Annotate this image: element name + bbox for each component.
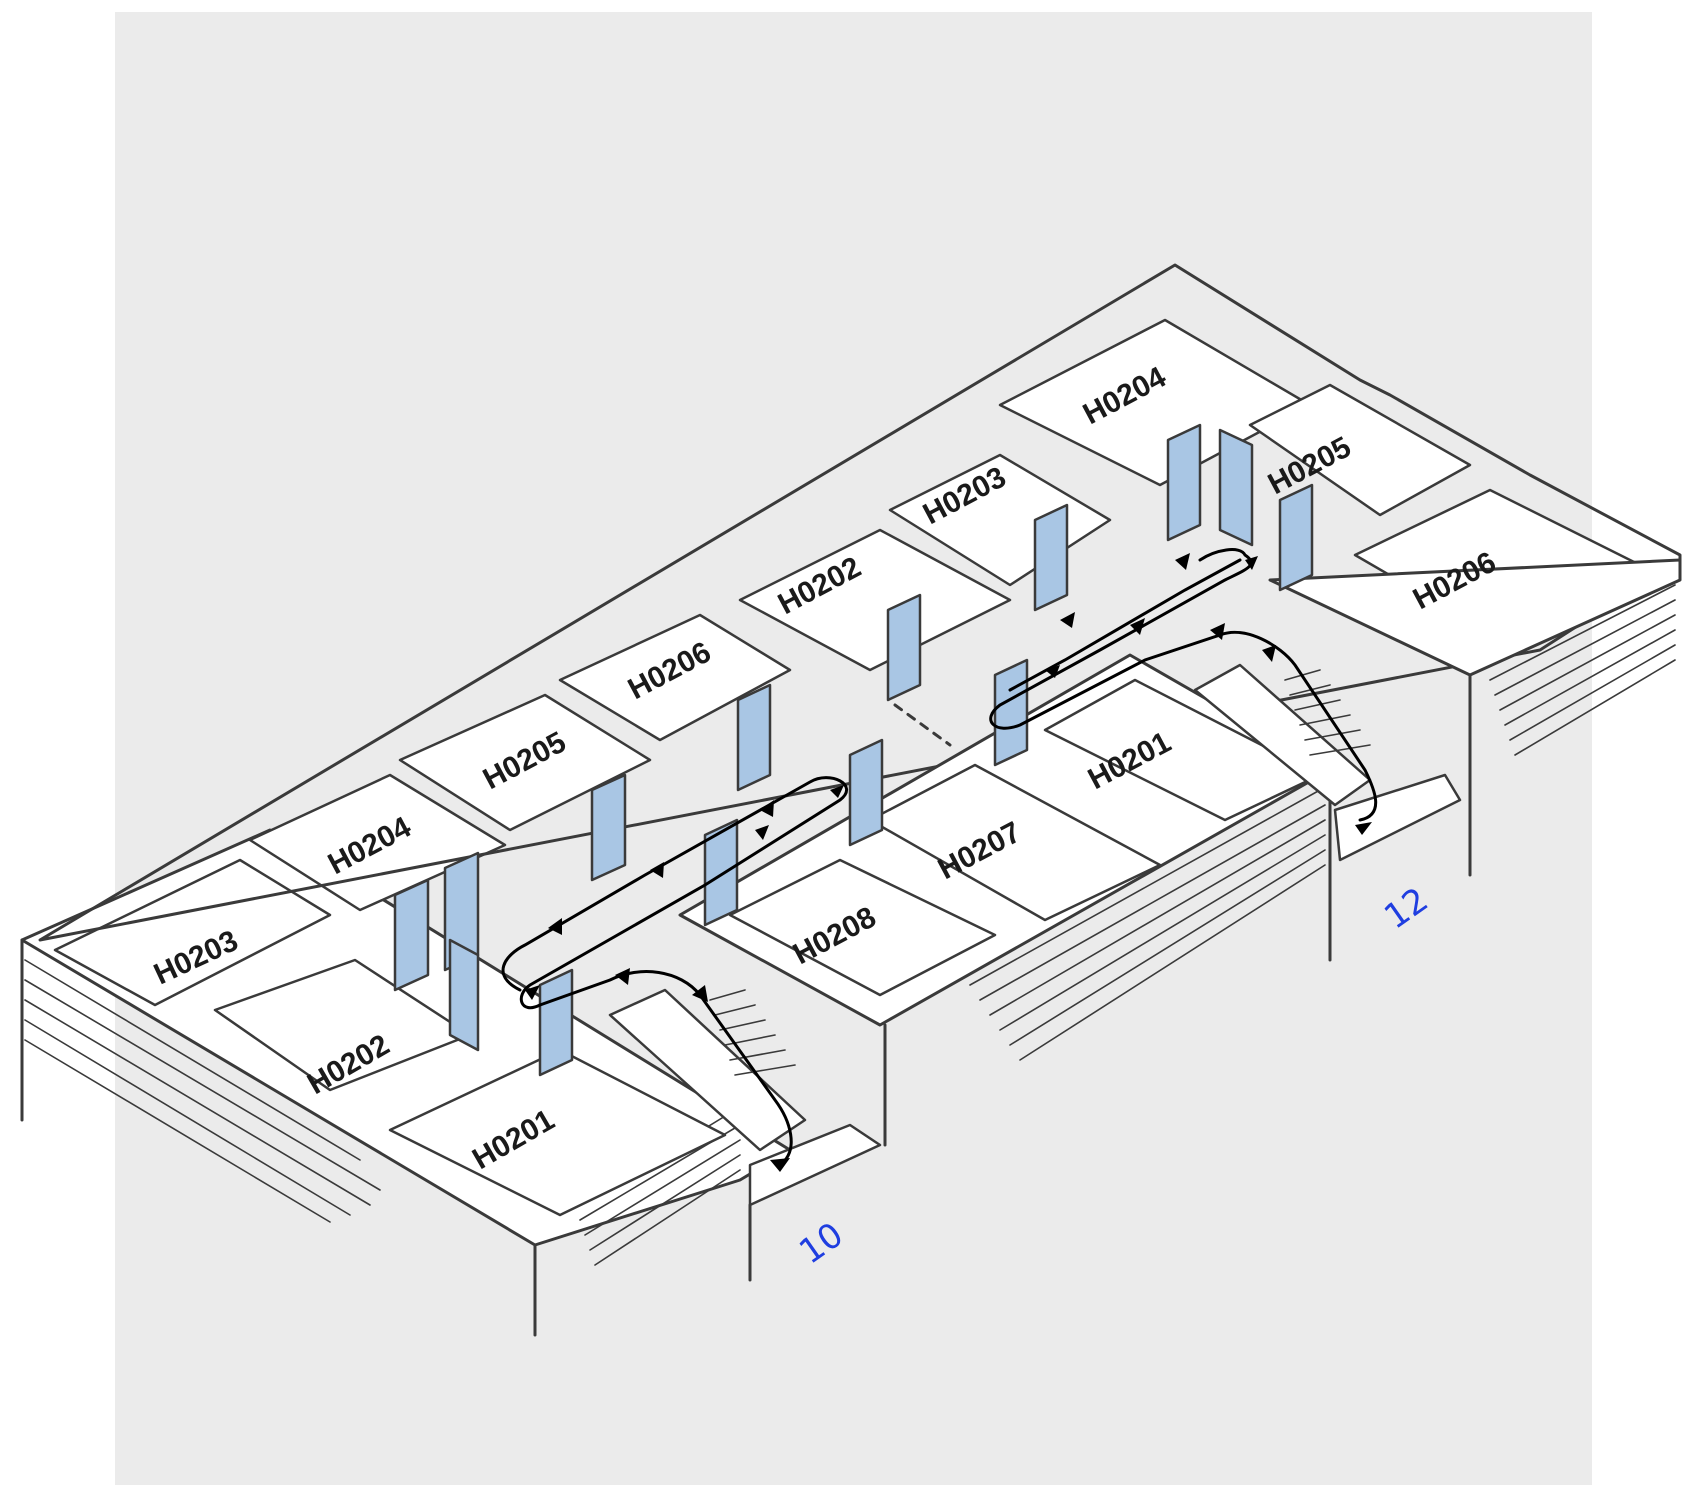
left-room-h0201 (388, 1048, 727, 1217)
door (703, 818, 739, 927)
route-arrow (650, 862, 664, 878)
middle-block: H0208 H0207 H0201 (678, 653, 1332, 1147)
door (1218, 428, 1254, 547)
door (1033, 503, 1069, 612)
route-arrow (1245, 556, 1258, 570)
door (736, 683, 772, 792)
right-block-end-wall (1268, 558, 1682, 677)
right-room-h0202 (738, 528, 1012, 672)
route-arrow (1130, 618, 1145, 635)
stair-10-platform (748, 1123, 882, 1207)
right-room-h0205 (1248, 383, 1472, 517)
left-room-h0206 (558, 613, 792, 742)
stair-number-12: 12 (1377, 880, 1435, 938)
route-arrow (548, 918, 562, 935)
route-arrow (1175, 553, 1190, 570)
route-dashed-link (893, 703, 952, 747)
door (886, 593, 922, 702)
route-arrow (692, 985, 708, 1002)
door (1278, 483, 1314, 592)
route-line (501, 776, 848, 1167)
door (448, 938, 480, 1052)
route-arrow (770, 1158, 790, 1172)
door (848, 738, 884, 847)
route-arrow (1045, 665, 1060, 678)
right-block: H0202 H0203 H0204 H0205 H0206 12 (738, 318, 1682, 938)
route-arrow (760, 800, 774, 817)
route-arrow (525, 985, 540, 1000)
stair-number-10: 10 (792, 1215, 850, 1273)
stair-10-steps (709, 989, 796, 1076)
middle-room-h0208 (728, 858, 997, 997)
middle-room-h0207 (868, 763, 1162, 922)
route-arrow (1262, 645, 1276, 662)
door (590, 773, 627, 882)
door (538, 968, 574, 1077)
stair-12-steps (1284, 669, 1371, 756)
stair-10-landing (608, 988, 807, 1152)
evacuation-route (501, 548, 1378, 1172)
middle-block-facade-hatch (969, 789, 1326, 1061)
door (393, 878, 430, 992)
route-arrow (1355, 822, 1372, 835)
route-line (989, 548, 1378, 822)
door (993, 658, 1029, 767)
route-line (1008, 558, 1242, 692)
right-room-h0204 (998, 318, 1312, 487)
route-arrow (1060, 612, 1075, 628)
right-block-facade-hatch (1489, 584, 1676, 756)
route-arrow (1210, 623, 1225, 640)
route-arrow (830, 785, 844, 798)
route-arrow (755, 825, 769, 840)
left-room-h0205 (398, 693, 652, 832)
door (1166, 423, 1202, 542)
stair-12-platform (1333, 773, 1462, 862)
route-arrow (615, 968, 630, 985)
